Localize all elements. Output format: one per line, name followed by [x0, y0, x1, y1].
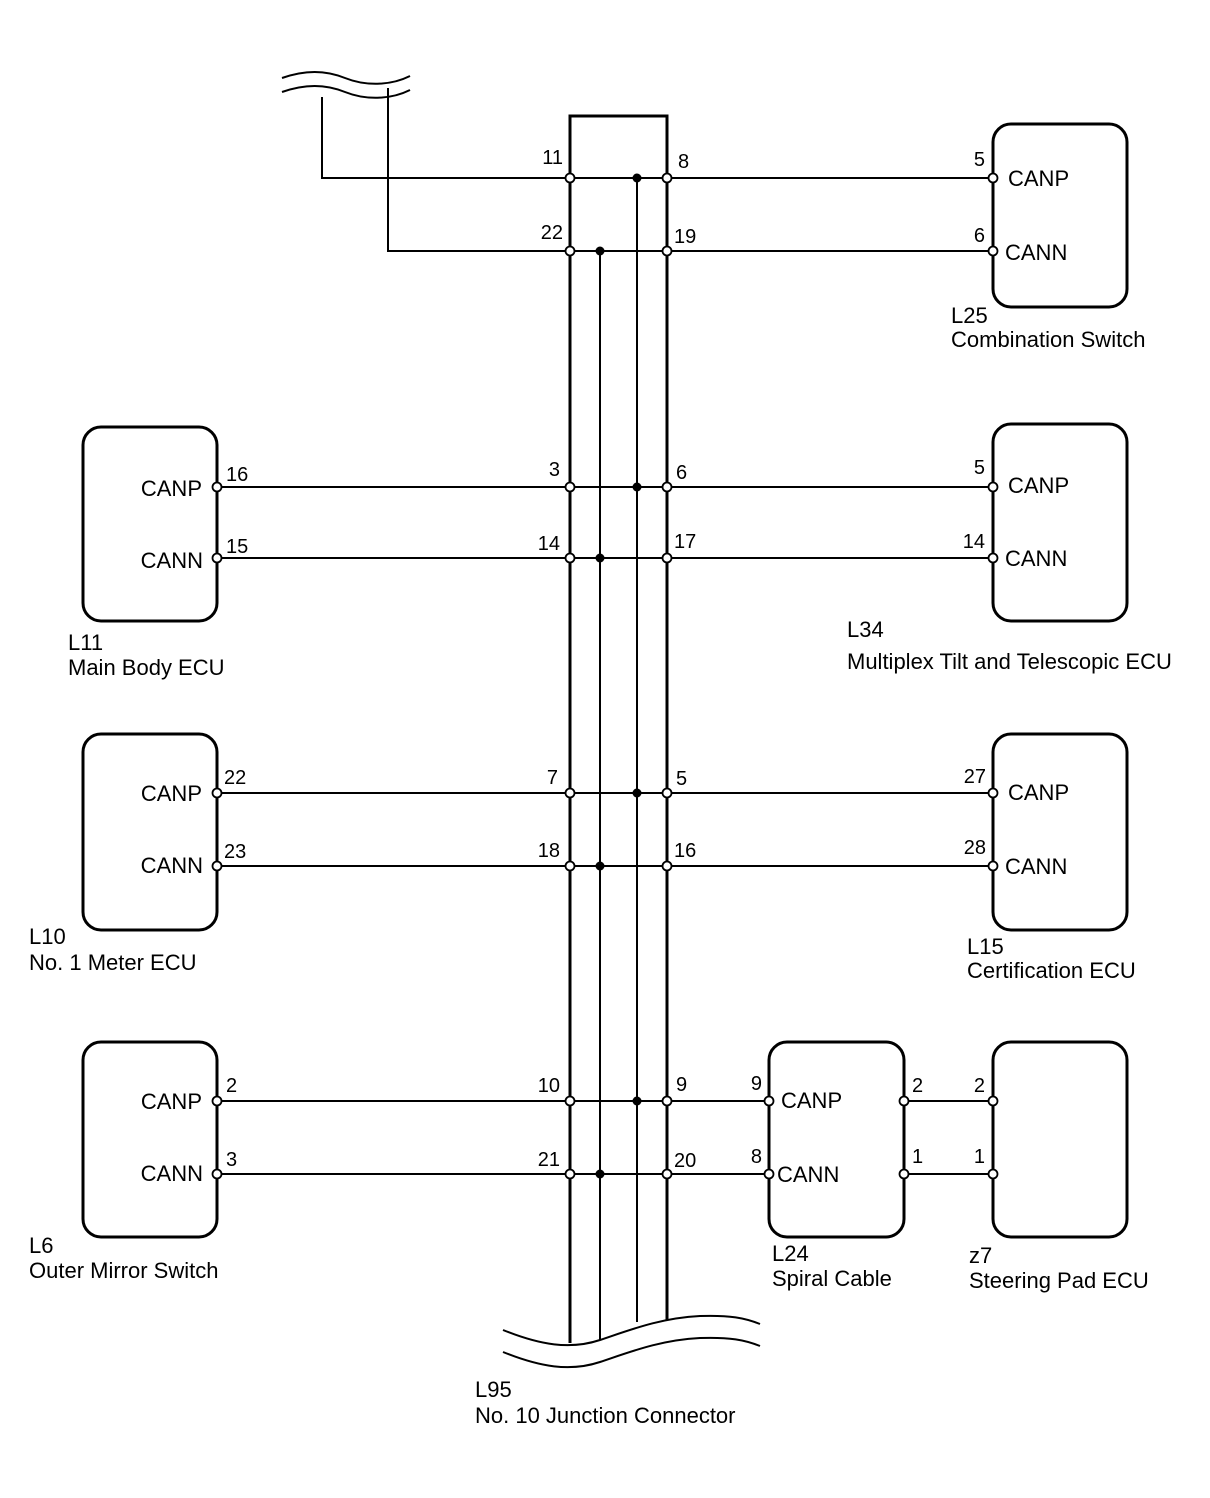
component-code: L24 — [772, 1241, 809, 1266]
component-pin-label: 1 — [912, 1146, 923, 1168]
meter-ecu-box — [81, 732, 219, 932]
junction-pin-label: 17 — [674, 531, 696, 553]
main-body-ecu-box — [81, 425, 219, 623]
component-code: L34 — [847, 617, 884, 642]
canp-terminal-label: CANP — [1008, 166, 1069, 191]
junction-pin-label: 20 — [674, 1150, 696, 1172]
component-name: Outer Mirror Switch — [29, 1258, 218, 1283]
cann-terminal-label: CANN — [141, 1161, 203, 1186]
component-code: L15 — [967, 934, 1004, 959]
combination-switch-box — [991, 122, 1129, 309]
component-code: L25 — [951, 303, 988, 328]
can-wires — [217, 177, 993, 1175]
junction-pin-label: 5 — [676, 768, 687, 790]
tilt-telescopic-ecu-box — [991, 422, 1129, 623]
junction-name: No. 10 Junction Connector — [475, 1403, 736, 1428]
junction-pin-label: 8 — [678, 151, 689, 173]
cann-terminal-label: CANN — [1005, 854, 1067, 879]
junction-code: L95 — [475, 1377, 512, 1402]
component-name: Steering Pad ECU — [969, 1268, 1149, 1293]
junction-pin-label: 19 — [674, 226, 696, 248]
canp-terminal-label: CANP — [1008, 473, 1069, 498]
component-pin-label: 2 — [912, 1075, 923, 1097]
cann-terminal-label: CANN — [1005, 240, 1067, 265]
component-pin-label: 6 — [974, 225, 985, 247]
cann-terminal-label: CANN — [141, 853, 203, 878]
component-name: Multiplex Tilt and Telescopic ECU — [847, 649, 1172, 674]
component-pin-label: 28 — [964, 837, 986, 859]
component-pin-label: 27 — [964, 766, 986, 788]
component-pin-label: 2 — [226, 1075, 237, 1097]
canp-terminal-label: CANP — [141, 476, 202, 501]
splice-dots — [595, 173, 642, 1179]
junction-pin-label: 9 — [676, 1074, 687, 1096]
component-code: L6 — [29, 1233, 53, 1258]
canp-terminal-label: CANP — [141, 781, 202, 806]
canp-terminal-label: CANP — [141, 1089, 202, 1114]
junction-pin-label: 6 — [676, 462, 687, 484]
spiral-cable-box — [767, 1040, 906, 1239]
component-pin-label: 16 — [226, 464, 248, 486]
component-name: Certification ECU — [967, 958, 1136, 983]
canp-terminal-label: CANP — [1008, 780, 1069, 805]
component-pin-label: 5 — [974, 457, 985, 479]
canp-terminal-label: CANP — [781, 1088, 842, 1113]
junction-pin-label: 3 — [549, 459, 560, 481]
component-pin-label: 2 — [974, 1075, 985, 1097]
component-pin-label: 23 — [224, 841, 246, 863]
component-name: Combination Switch — [951, 327, 1145, 352]
junction-connector-frame — [568, 114, 669, 1343]
junction-pin-label: 10 — [538, 1075, 560, 1097]
pin-terminals — [211, 172, 999, 1180]
component-pin-label: 14 — [963, 531, 985, 553]
certification-ecu-box — [991, 732, 1129, 932]
component-code: L11 — [68, 630, 103, 655]
upstream-wire-break — [281, 71, 570, 252]
cann-terminal-label: CANN — [1005, 546, 1067, 571]
component-name: No. 1 Meter ECU — [29, 950, 197, 975]
downstream-wire-break — [502, 1314, 761, 1369]
junction-pin-label: 16 — [674, 840, 696, 862]
component-pin-label: 5 — [974, 149, 985, 171]
cann-terminal-label: CANN — [777, 1162, 839, 1187]
component-pin-label: 15 — [226, 536, 248, 558]
junction-pin-label: 22 — [541, 222, 563, 244]
component-pin-label: 8 — [751, 1146, 762, 1168]
component-code: L10 — [29, 924, 66, 949]
component-pin-label: 22 — [224, 767, 246, 789]
outer-mirror-switch-box — [81, 1040, 219, 1239]
component-name: Main Body ECU — [68, 655, 225, 680]
component-pin-label: 1 — [974, 1146, 985, 1168]
component-pin-label: 3 — [226, 1149, 237, 1171]
junction-pin-label: 7 — [547, 767, 558, 789]
component-name: Spiral Cable — [772, 1266, 892, 1291]
junction-pin-label: 18 — [538, 840, 560, 862]
component-code: z7 — [969, 1243, 992, 1268]
junction-internal-buses — [599, 178, 638, 1340]
junction-pin-label: 14 — [538, 533, 560, 555]
component-pin-label: 9 — [751, 1073, 762, 1095]
cann-terminal-label: CANN — [141, 548, 203, 573]
junction-pin-label: 11 — [542, 147, 563, 169]
junction-pin-label: 21 — [538, 1149, 560, 1171]
steering-pad-ecu-box — [991, 1040, 1129, 1239]
